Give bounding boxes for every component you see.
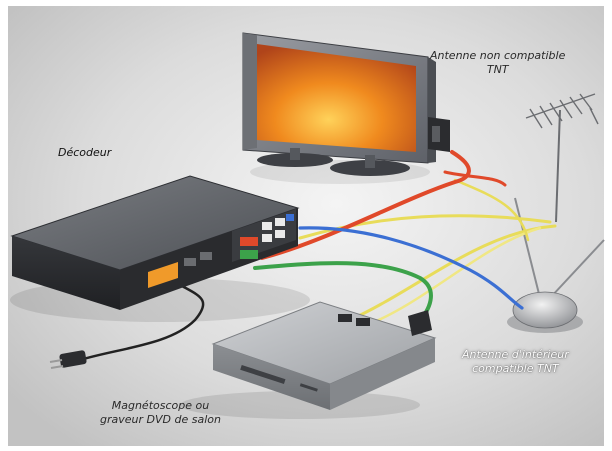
indoor-antenna-label-line2: compatible TNT bbox=[472, 362, 559, 375]
recorder-label-line1: Magnétoscope ou bbox=[111, 399, 210, 412]
indoor-antenna-label-line1: Antenne d'intérieur bbox=[462, 348, 569, 361]
power-plug bbox=[49, 350, 87, 369]
decoder-box bbox=[10, 175, 300, 310]
outdoor-antenna-label-line1: Antenne non compatible bbox=[430, 49, 566, 62]
outdoor-antenna-label-line2: TNT bbox=[486, 63, 509, 76]
decoder-label: Décodeur bbox=[58, 146, 112, 159]
indoor-antenna-label: Antenne d'intérieur compatible TNT bbox=[462, 348, 569, 376]
cables bbox=[78, 150, 557, 362]
recorder-label-line2: graveur DVD de salon bbox=[100, 413, 221, 426]
recorder-label: Magnétoscope ou graveur DVD de salon bbox=[100, 399, 221, 427]
television bbox=[242, 32, 450, 176]
outdoor-antenna bbox=[525, 93, 599, 223]
tv-screen bbox=[257, 44, 416, 152]
recorder bbox=[211, 301, 437, 410]
indoor-antenna bbox=[507, 197, 605, 333]
outdoor-antenna-label: Antenne non compatible TNT bbox=[430, 49, 565, 77]
